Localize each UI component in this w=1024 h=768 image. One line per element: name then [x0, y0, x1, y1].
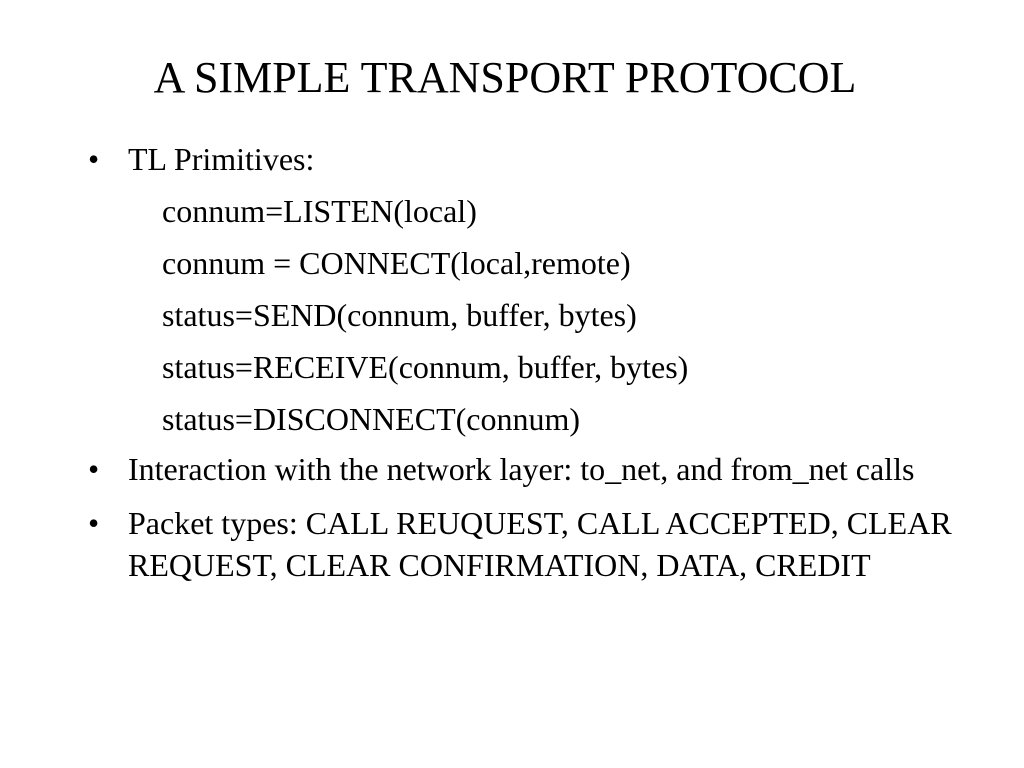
bullet-text: TL Primitives: — [128, 141, 315, 177]
bullet-text: Packet types: CALL REUQUEST, CALL ACCEPT… — [128, 505, 952, 583]
primitive-connect: connum = CONNECT(local,remote) — [162, 245, 631, 281]
slide-content: • TL Primitives: connum=LISTEN(local) co… — [84, 138, 984, 586]
primitive-listen: connum=LISTEN(local) — [162, 193, 477, 229]
bullet-dot-icon: • — [88, 505, 100, 541]
primitive-list: connum=LISTEN(local) connum = CONNECT(lo… — [128, 190, 984, 440]
bullet-text: Interaction with the network layer: to_n… — [128, 451, 915, 487]
bullet-dot-icon: • — [88, 141, 100, 177]
primitive-disconnect: status=DISCONNECT(connum) — [162, 401, 581, 437]
bullet-item-primitives: • TL Primitives: connum=LISTEN(local) co… — [84, 138, 984, 440]
bullet-dot-icon: • — [88, 451, 100, 487]
primitive-receive: status=RECEIVE(connum, buffer, bytes) — [162, 349, 689, 385]
bullet-item-network-layer: • Interaction with the network layer: to… — [84, 448, 984, 490]
primitive-send: status=SEND(connum, buffer, bytes) — [162, 297, 637, 333]
bullet-item-packet-types: • Packet types: CALL REUQUEST, CALL ACCE… — [84, 502, 984, 586]
slide-title: A SIMPLE TRANSPORT PROTOCOL — [153, 53, 857, 102]
